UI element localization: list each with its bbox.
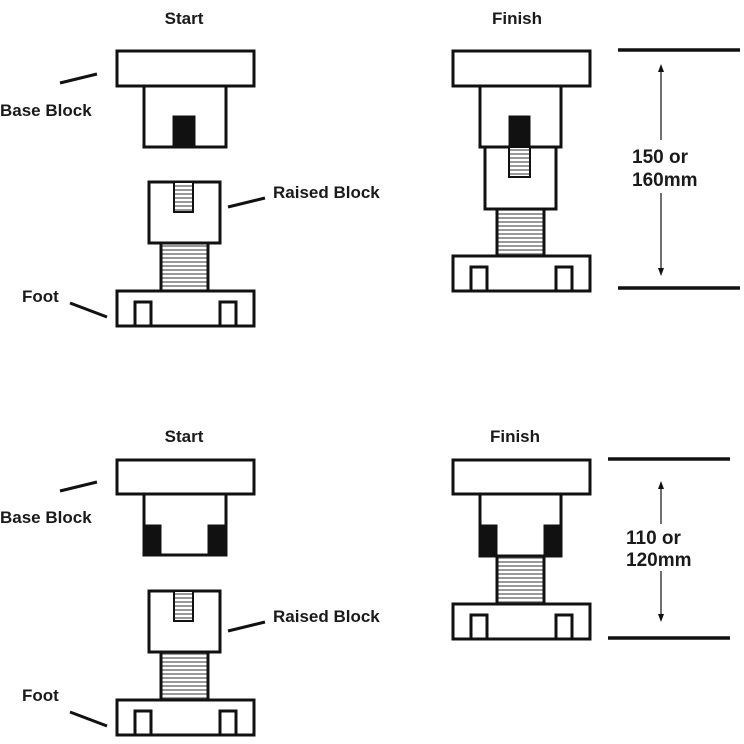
- raised-block-thread: [173, 181, 194, 213]
- base-block-socket-right: [543, 524, 562, 557]
- raised-block-leader: [227, 196, 266, 209]
- base-block-label: Base Block: [0, 508, 92, 527]
- foot-leader: [69, 301, 108, 319]
- raised-block-thread: [508, 146, 531, 178]
- base-block-leader: [59, 72, 98, 85]
- dimension-label-line1: 150 or: [632, 147, 689, 168]
- foot-slot-right: [554, 613, 574, 641]
- dimension-label-line2: 160mm: [632, 170, 698, 191]
- base-block-socket: [508, 115, 531, 148]
- arrowhead-down-icon: [658, 268, 664, 276]
- panel-title: Finish: [490, 427, 540, 446]
- foot-slot-left: [133, 709, 153, 737]
- foot-slot-left: [469, 265, 489, 293]
- base-block-socket-left: [479, 524, 498, 557]
- base-block-socket: [172, 115, 196, 148]
- base-block-leader: [59, 480, 98, 493]
- raised-block-label: Raised Block: [273, 183, 380, 202]
- screw-thread: [159, 241, 210, 293]
- base-block-label: Base Block: [0, 101, 92, 120]
- dimension-label-line1: 110 or: [626, 528, 682, 549]
- base-block-plate: [115, 49, 256, 88]
- base-block-plate: [451, 458, 592, 496]
- panel-top-start: Start Base Block Raised Block Foot: [0, 9, 380, 328]
- foot-label: Foot: [22, 287, 59, 306]
- panel-bottom-finish: Finish 110 or 120mm: [451, 427, 730, 641]
- base-block-socket-right: [207, 524, 227, 557]
- screw-thread: [495, 207, 546, 258]
- arrowhead-down-icon: [658, 614, 664, 622]
- arrowhead-up-icon: [658, 64, 664, 72]
- foot-slot-right: [218, 709, 238, 737]
- arrowhead-up-icon: [658, 481, 664, 489]
- raised-block-label: Raised Block: [273, 607, 380, 626]
- dimension-label-line2: 120mm: [626, 550, 692, 571]
- foot-slot-left: [133, 300, 153, 328]
- base-block-socket-left: [143, 524, 162, 557]
- foot-label: Foot: [22, 686, 59, 705]
- screw-thread: [495, 554, 546, 606]
- foot-slot-left: [469, 613, 489, 641]
- panel-title: Start: [165, 9, 204, 28]
- raised-block-leader: [227, 620, 266, 633]
- panel-title: Finish: [492, 9, 542, 28]
- panel-title: Start: [165, 427, 204, 446]
- base-block-plate: [451, 49, 592, 88]
- foot-slot-right: [218, 300, 238, 328]
- base-block-plate: [115, 458, 256, 496]
- panel-bottom-start: Start Base Block Raised Block Foot: [0, 427, 380, 737]
- raised-block-thread: [173, 590, 194, 622]
- foot-leader: [69, 710, 108, 728]
- foot-slot-right: [554, 265, 574, 293]
- panel-top-finish: Finish 150 or 160mm: [451, 9, 740, 293]
- screw-thread: [159, 650, 210, 702]
